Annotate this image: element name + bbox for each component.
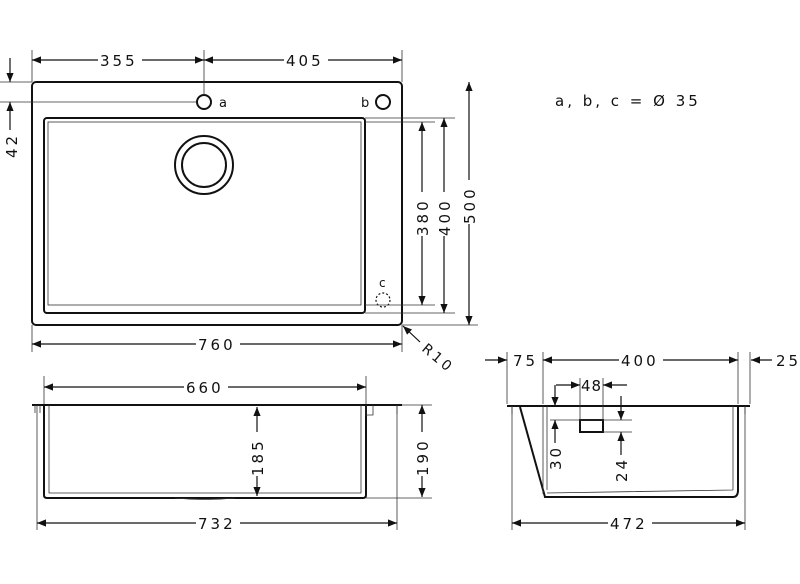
dim-48: 48 <box>581 377 602 395</box>
dim-732: 732 <box>198 515 236 533</box>
dim-405: 405 <box>286 52 324 70</box>
dim-42: 42 <box>3 133 21 158</box>
dim-30: 30 <box>547 445 565 470</box>
drain-inner-ring <box>181 142 227 188</box>
dim-side-400: 400 <box>621 352 659 370</box>
dim-r10: R10 <box>418 341 456 377</box>
side-basin-outline <box>519 406 739 498</box>
dim-380: 380 <box>414 198 432 236</box>
dim-24: 24 <box>613 457 631 482</box>
dim-472: 472 <box>610 515 648 533</box>
sink-outline <box>31 81 403 326</box>
label-a: a <box>219 96 230 111</box>
basin-outline <box>43 117 366 314</box>
top-view: a b c 355 405 42 380 400 500 760 R10 <box>0 50 479 377</box>
dim-400: 400 <box>436 198 454 236</box>
basin-inner-line <box>47 121 362 306</box>
hole-diameter-note: a, b, c = Ø 35 <box>555 92 701 110</box>
dim-25: 25 <box>776 352 800 370</box>
front-view: 660 185 190 732 <box>32 376 432 533</box>
dim-500: 500 <box>461 186 479 224</box>
overflow-slot <box>579 419 604 433</box>
drain-icon <box>174 135 234 195</box>
dim-355: 355 <box>100 52 138 70</box>
side-view: 75 400 25 48 30 24 472 <box>485 350 800 533</box>
label-b: b <box>361 96 372 111</box>
tap-hole-b <box>375 94 391 110</box>
tap-hole-a <box>196 94 212 110</box>
dim-75: 75 <box>513 352 538 370</box>
label-c: c <box>379 276 389 290</box>
dim-190: 190 <box>414 438 432 476</box>
dim-760: 760 <box>198 336 236 354</box>
dim-185: 185 <box>249 438 267 476</box>
tap-hole-c <box>375 292 391 308</box>
dim-660: 660 <box>186 379 224 397</box>
front-basin-outline <box>43 405 367 499</box>
